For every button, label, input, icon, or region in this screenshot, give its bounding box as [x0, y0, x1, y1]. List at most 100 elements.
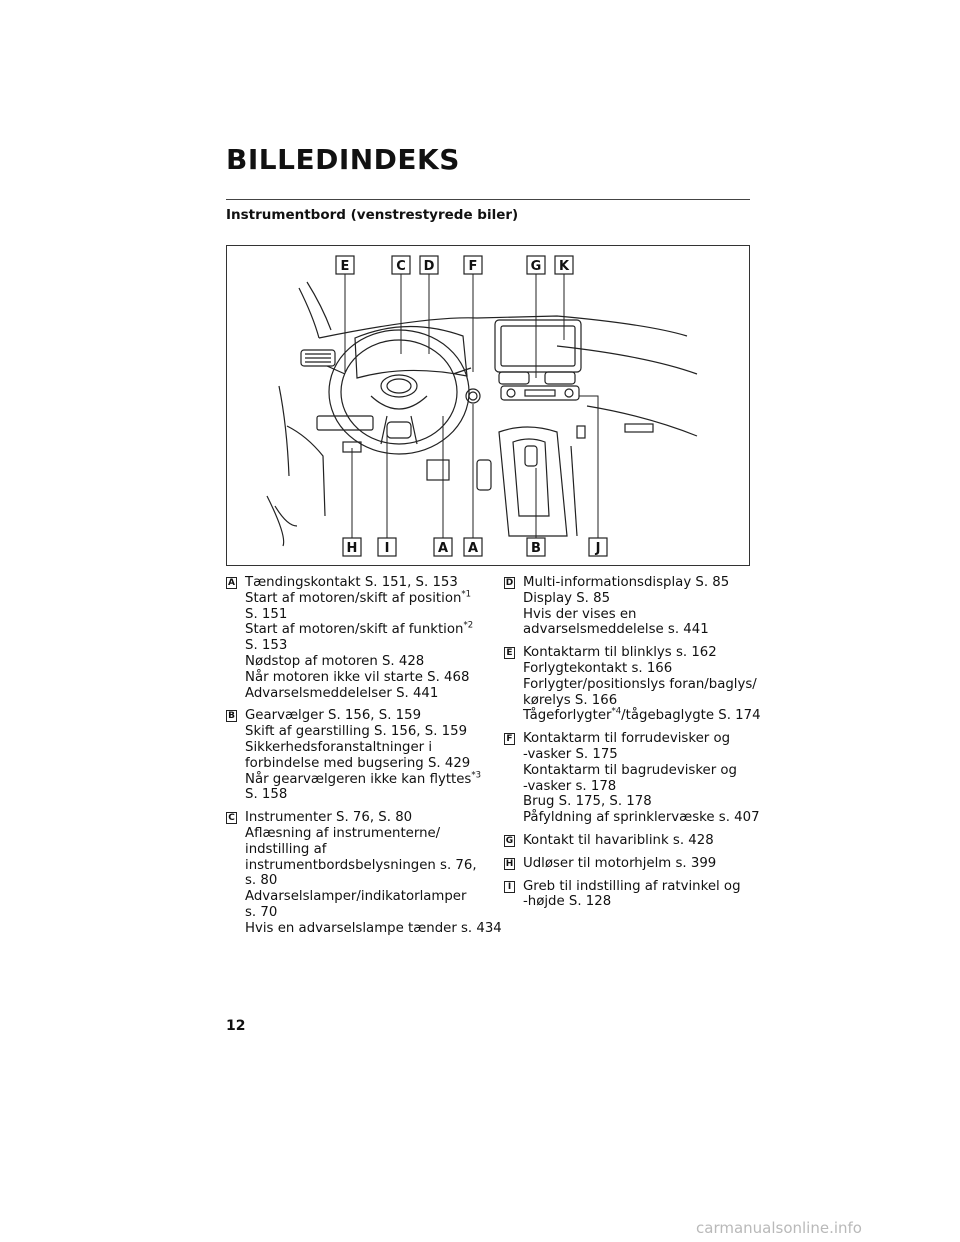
entry-line-text: -vasker S. 175 — [523, 746, 618, 762]
title-divider — [226, 199, 750, 200]
entry-line: Når gearvælgeren ikke kan flyttes*3 — [245, 771, 488, 788]
entry-line-text: Aflæsning af instrumenterne/ — [245, 825, 441, 841]
entry-line: kørelys S. 166 — [523, 693, 761, 709]
entry-line: Start af motoren/skift af funktion*2 — [245, 622, 488, 638]
entry-line: Sikkerhedsforanstaltninger i — [245, 740, 488, 756]
entry-line: Display S. 85 — [523, 591, 750, 607]
callout-bottom-A1: A — [433, 416, 453, 557]
entry-line: Advarselsmeddelelser S. 441 — [245, 686, 488, 702]
entry-line-text: indstilling af — [245, 841, 327, 857]
index-entry-g: G Kontakt til havariblink s. 428 — [504, 833, 750, 849]
entry-line-text: Hvis en advarselslampe tænder s. 434 — [245, 920, 502, 936]
entry-line-text: Forlygter/positionslys foran/baglys/ — [523, 676, 757, 692]
callout-bottom-J: J — [579, 395, 608, 557]
entry-letter-badge: G — [504, 834, 515, 847]
entry-line: Når motoren ikke vil starte S. 468 — [245, 670, 488, 686]
footnote-marker: *1 — [461, 589, 472, 600]
entry-line-text: Start af motoren/skift af position — [245, 590, 462, 606]
entry-line-text: Tændingskontakt S. 151, S. 153 — [245, 575, 458, 590]
entry-letter-badge: A — [226, 577, 237, 589]
entry-line: s. 70 — [245, 905, 502, 921]
callout-label: D — [424, 259, 435, 274]
entry-line-text: S. 151 — [245, 606, 288, 622]
entry-line: Kontaktarm til forrudevisker og — [523, 731, 760, 747]
callout-top-E: E — [335, 255, 355, 372]
watermark: carmanualsonline.info — [696, 1219, 862, 1237]
entry-line: Påfyldning af sprinklervæske s. 407 — [523, 810, 760, 826]
entry-line: Start af motoren/skift af position*1 — [245, 589, 488, 607]
entry-line: Forlygter/positionslys foran/baglys/ — [523, 677, 761, 693]
entry-line-text: Advarselsmeddelelser S. 441 — [245, 685, 439, 701]
entry-line: Multi-informationsdisplay S. 85 — [523, 575, 750, 591]
entry-line: forbindelse med bugsering S. 429 — [245, 756, 488, 772]
entry-line: instrumentbordsbelysningen s. 76, — [245, 858, 502, 874]
entry-line-text: kørelys S. 166 — [523, 692, 618, 708]
entry-line: Udløser til motorhjelm s. 399 — [523, 856, 750, 872]
entry-line: -vasker s. 178 — [523, 779, 760, 795]
callout-bottom-B: B — [526, 468, 546, 557]
entry-letter-badge: E — [504, 647, 515, 660]
callout-label: E — [341, 259, 350, 274]
entry-line-text: Sikkerhedsforanstaltninger i — [245, 739, 433, 755]
entry-line-text: /tågebaglygte S. 174 — [621, 708, 761, 724]
entry-line: Skift af gearstilling S. 156, S. 159 — [245, 724, 488, 740]
callout-top-F: F — [463, 255, 483, 372]
entry-line: indstilling af — [245, 842, 502, 858]
entry-line: Kontakt til havariblink s. 428 — [523, 833, 750, 849]
entry-line: S. 153 — [245, 638, 488, 654]
entry-line-text: forbindelse med bugsering S. 429 — [245, 755, 471, 771]
page-title: BILLEDINDEKS — [226, 143, 460, 176]
footnote-marker: *2 — [463, 620, 474, 631]
callout-label: I — [385, 541, 390, 556]
entry-line-text: S. 153 — [245, 638, 288, 654]
entry-line: Forlygtekontakt s. 166 — [523, 661, 761, 677]
entry-letter-badge: D — [504, 577, 515, 589]
index-entry-i: I Greb til indstilling af ratvinkel og-hø… — [504, 879, 750, 911]
callout-top-D: D — [419, 255, 439, 354]
entry-line: Kontaktarm til bagrudevisker og — [523, 763, 760, 779]
callout-top-G: G — [526, 255, 546, 378]
entry-line: Tågeforlygter*4/tågebaglygte S. 174 — [523, 708, 761, 724]
entry-line: s. 80 — [245, 873, 502, 889]
entry-line-text: advarselsmeddelelse s. 441 — [523, 622, 709, 638]
entry-line: Hvis der vises en — [523, 607, 750, 623]
entry-line: Nødstop af motoren S. 428 — [245, 654, 488, 670]
entry-line: Tændingskontakt S. 151, S. 153 — [245, 575, 488, 591]
entry-letter-badge: C — [226, 812, 237, 825]
callout-label: J — [595, 541, 601, 556]
entry-line-text: Udløser til motorhjelm s. 399 — [523, 855, 717, 871]
entry-line-text: Påfyldning af sprinklervæske s. 407 — [523, 810, 760, 826]
callout-label: A — [468, 541, 478, 556]
entry-line-text: Instrumenter S. 76, S. 80 — [245, 810, 413, 826]
entry-line-text: Nødstop af motoren S. 428 — [245, 653, 425, 669]
entry-line-text: -vasker s. 178 — [523, 778, 617, 794]
entry-line: Aflæsning af instrumenterne/ — [245, 826, 502, 842]
entry-line-text: -højde S. 128 — [523, 894, 612, 910]
callout-label: K — [559, 259, 570, 274]
entry-line-text: S. 158 — [245, 787, 288, 803]
entry-line: S. 151 — [245, 607, 488, 623]
footnote-marker: *4 — [611, 706, 622, 717]
entry-line-text: Hvis der vises en — [523, 606, 637, 622]
entry-letter-badge: B — [226, 710, 237, 723]
callout-label: C — [396, 259, 406, 274]
dashboard-drawing: E C D F G — [266, 255, 698, 557]
entry-line-text: Når gearvælgeren ikke kan flyttes — [245, 771, 472, 787]
entry-letter-badge: I — [504, 880, 515, 893]
entry-line-text: Multi-informationsdisplay S. 85 — [523, 575, 730, 590]
entry-line: Advarselslamper/indikatorlamper — [245, 889, 502, 905]
entry-line-text: Advarselslamper/indikatorlamper — [245, 889, 467, 905]
callout-label: H — [347, 541, 358, 556]
entry-line-text: Kontaktarm til forrudevisker og — [523, 731, 731, 747]
entry-line: Kontaktarm til blinklys s. 162 — [523, 645, 761, 661]
entry-line-text: Greb til indstilling af ratvinkel og — [523, 878, 741, 894]
callout-bottom-I: I — [377, 426, 397, 557]
section-subtitle: Instrumentbord (venstrestyrede biler) — [226, 207, 519, 223]
